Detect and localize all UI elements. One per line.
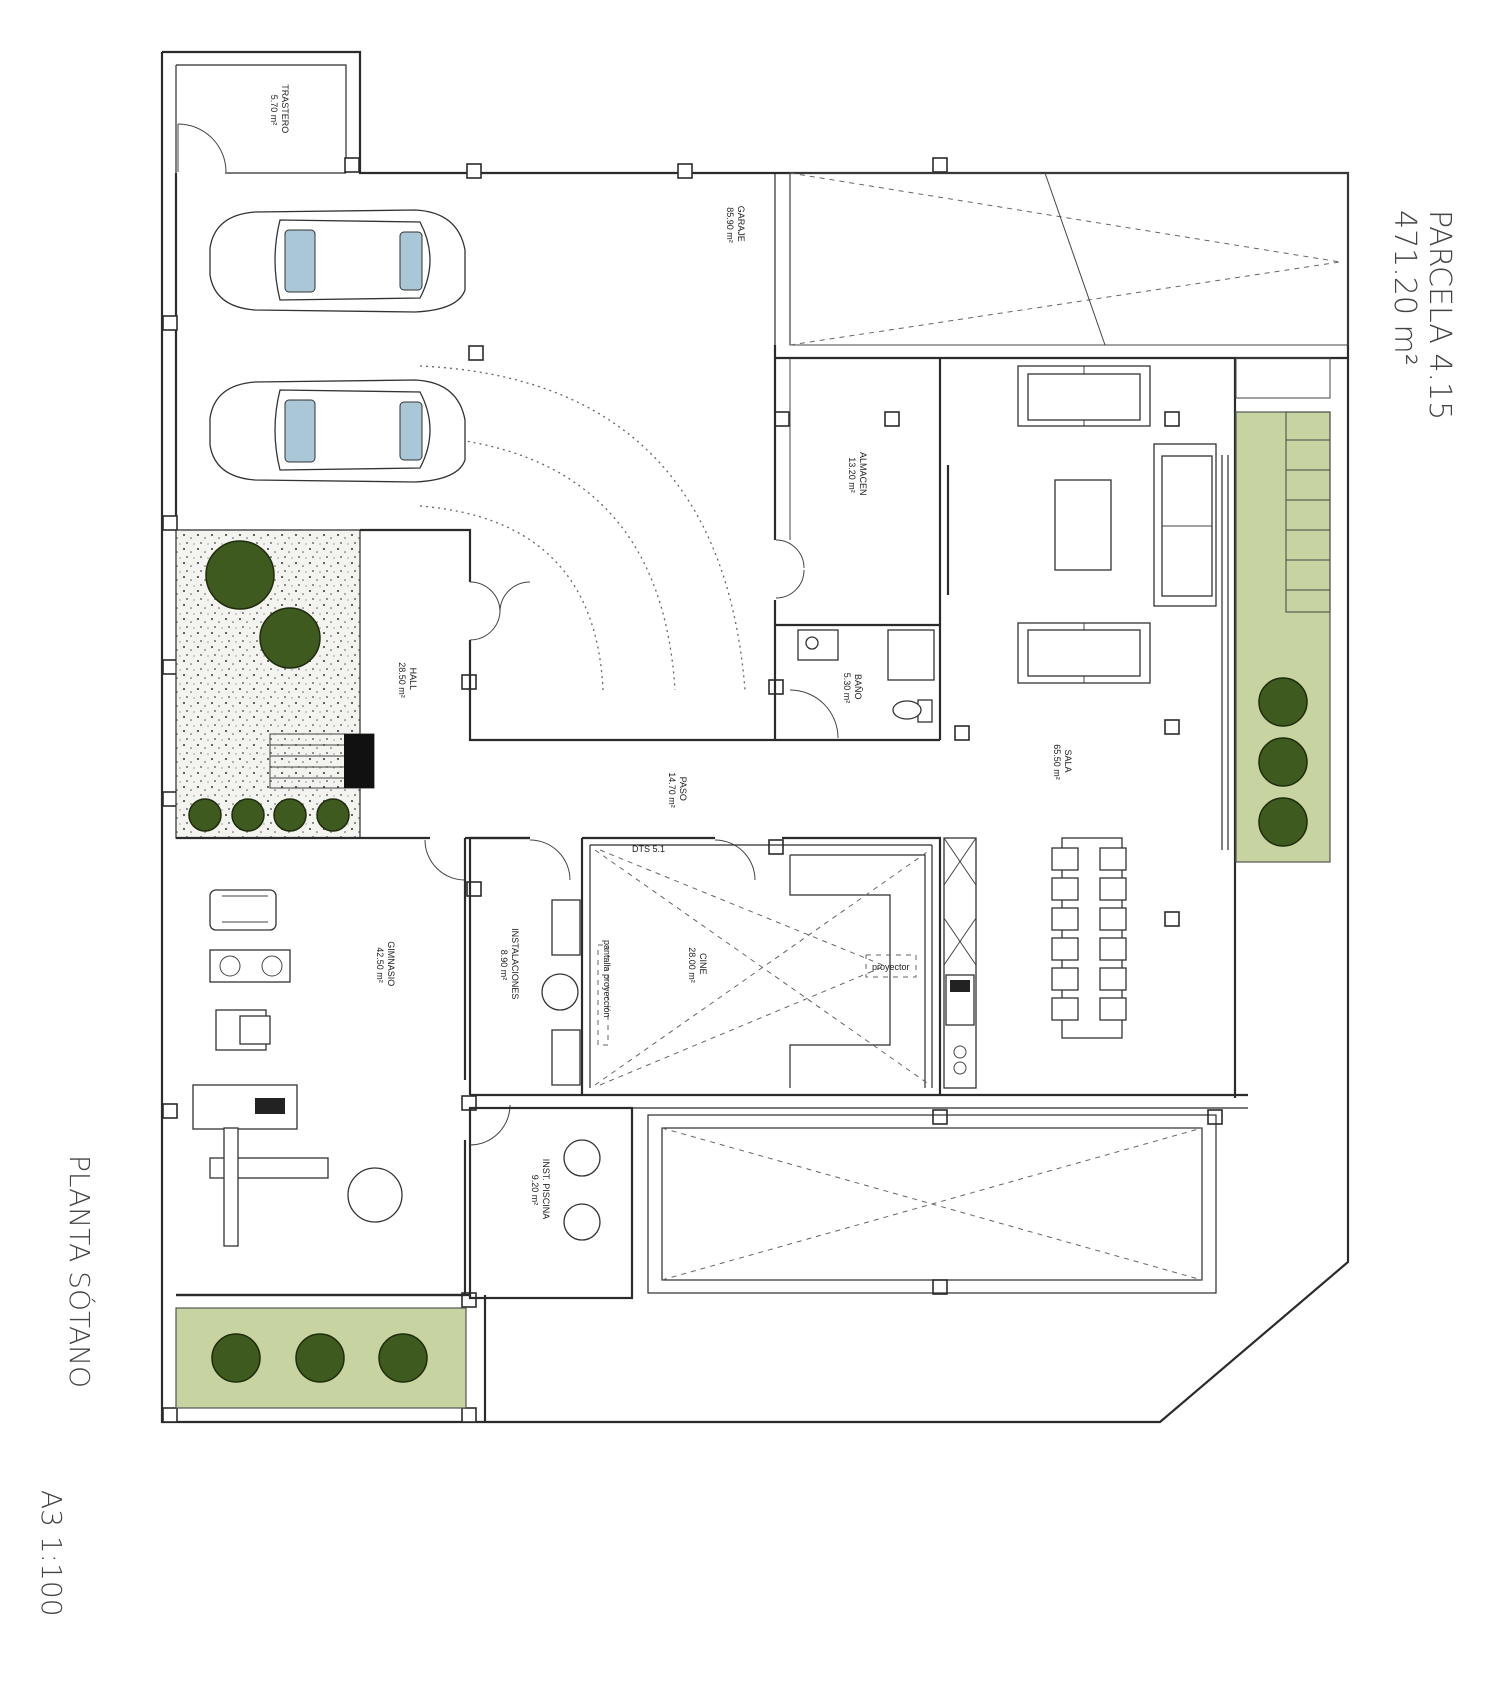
trastero-room: TRASTERO 5.70 m² — [177, 84, 290, 173]
gimnasio-label: GIMNASIO — [386, 941, 396, 986]
garaje-area: 85.90 m² — [725, 207, 735, 243]
exercise-ball — [347, 1167, 403, 1223]
svg-text:PASO 14.70 m²: PASO 14.70 m² — [667, 772, 688, 808]
svg-text:GIMNASIO 42.50 m²: GIMNASIO 42.50 m² — [375, 941, 396, 989]
parcel-name: PARCELA 4.15 — [1422, 210, 1457, 420]
sheet-scale: A3 1:100 — [35, 1490, 68, 1617]
exercise-bike — [209, 949, 291, 983]
sala-area: 65.50 m² — [1052, 744, 1062, 780]
sofa-top — [1017, 365, 1151, 427]
gimnasio-area: 42.50 m² — [375, 947, 385, 983]
svg-text:INSTALACIONES 8.90 m²: INSTALACIONES 8.90 m² — [499, 928, 520, 1002]
dts-label: DTS 5.1 — [632, 844, 665, 854]
trastero-label: TRASTERO — [280, 84, 290, 133]
svg-text:HALL 28.50 m²: HALL 28.50 m² — [397, 662, 418, 698]
paso-label: PASO — [678, 777, 688, 801]
south-planter — [175, 1293, 487, 1422]
cine-room: DTS 5.1 proyector pantalla proyección CI… — [582, 836, 942, 1095]
outer-walls — [160, 50, 1350, 1424]
almacen-area: 13.20 m² — [847, 457, 857, 493]
svg-text:TRASTERO 5.70 m²: TRASTERO 5.70 m² — [269, 84, 290, 136]
east-planter — [1235, 357, 1331, 863]
weight-machine — [215, 1009, 271, 1051]
garaje-label: GARAJE — [736, 206, 746, 242]
gimnasio-room: GIMNASIO 42.50 m² — [176, 838, 467, 1297]
trastero-area: 5.70 m² — [269, 95, 279, 126]
courtyard-trees — [188, 540, 350, 832]
floor-name: PLANTA SÓTANO — [63, 1155, 97, 1388]
cine-area: 28.00 m² — [687, 947, 697, 983]
inst-piscina-label: INST. PISCINA — [541, 1159, 551, 1220]
svg-text:CINE 28.00 m²: CINE 28.00 m² — [687, 947, 708, 983]
svg-text:BAÑO 5.30 m²: BAÑO 5.30 m² — [842, 673, 863, 704]
instalaciones-area: 8.90 m² — [499, 950, 509, 981]
inst-piscina-area: 9.20 m² — [530, 1175, 540, 1206]
pull-up-bar — [209, 1127, 329, 1247]
hall-room: HALL 28.50 m² — [175, 528, 775, 839]
stair-down — [269, 733, 375, 789]
garage-room: GARAJE 85.90 m² — [174, 172, 1349, 691]
pool-void — [647, 1114, 1217, 1294]
svg-text:SALA 65.50 m²: SALA 65.50 m² — [1052, 744, 1073, 780]
svg-text:INST. PISCINA 9.20 m²: INST. PISCINA 9.20 m² — [530, 1159, 551, 1222]
sala-room: SALA 65.50 m² — [943, 358, 1237, 1098]
treadmill — [209, 889, 277, 931]
sala-label: SALA — [1063, 749, 1073, 772]
car-1 — [209, 209, 466, 313]
sofa-side — [1153, 443, 1217, 607]
hall-label: HALL — [408, 668, 418, 691]
hall-area: 28.50 m² — [397, 662, 407, 698]
bano-label: BAÑO — [853, 674, 863, 700]
almacen-label: ALMACEN — [858, 452, 868, 496]
car-2 — [209, 379, 466, 483]
paso-area: 14.70 m² — [667, 772, 677, 808]
coffee-table — [1054, 479, 1112, 571]
svg-text:GARAJE 85.90 m²: GARAJE 85.90 m² — [725, 206, 746, 245]
bano-area: 5.30 m² — [842, 673, 852, 704]
instalaciones-label: INSTALACIONES — [510, 928, 520, 999]
cine-label: CINE — [698, 953, 708, 975]
projector-label: proyector — [872, 962, 910, 972]
kitchenette — [943, 837, 977, 1089]
bano-room: BAÑO 5.30 m² — [775, 625, 942, 742]
instalaciones-room: INSTALACIONES 8.90 m² — [468, 836, 1248, 1109]
weight-bench — [192, 1084, 298, 1130]
svg-text:ALMACEN 13.20 m²: ALMACEN 13.20 m² — [847, 452, 868, 498]
sofa-bottom — [1017, 622, 1151, 684]
dining-table — [1051, 837, 1127, 1039]
inst-piscina-room: INST. PISCINA 9.20 m² — [468, 1104, 634, 1300]
screen-label: pantalla proyección — [602, 940, 612, 1018]
parcel-area: 471.20 m² — [1387, 210, 1422, 366]
